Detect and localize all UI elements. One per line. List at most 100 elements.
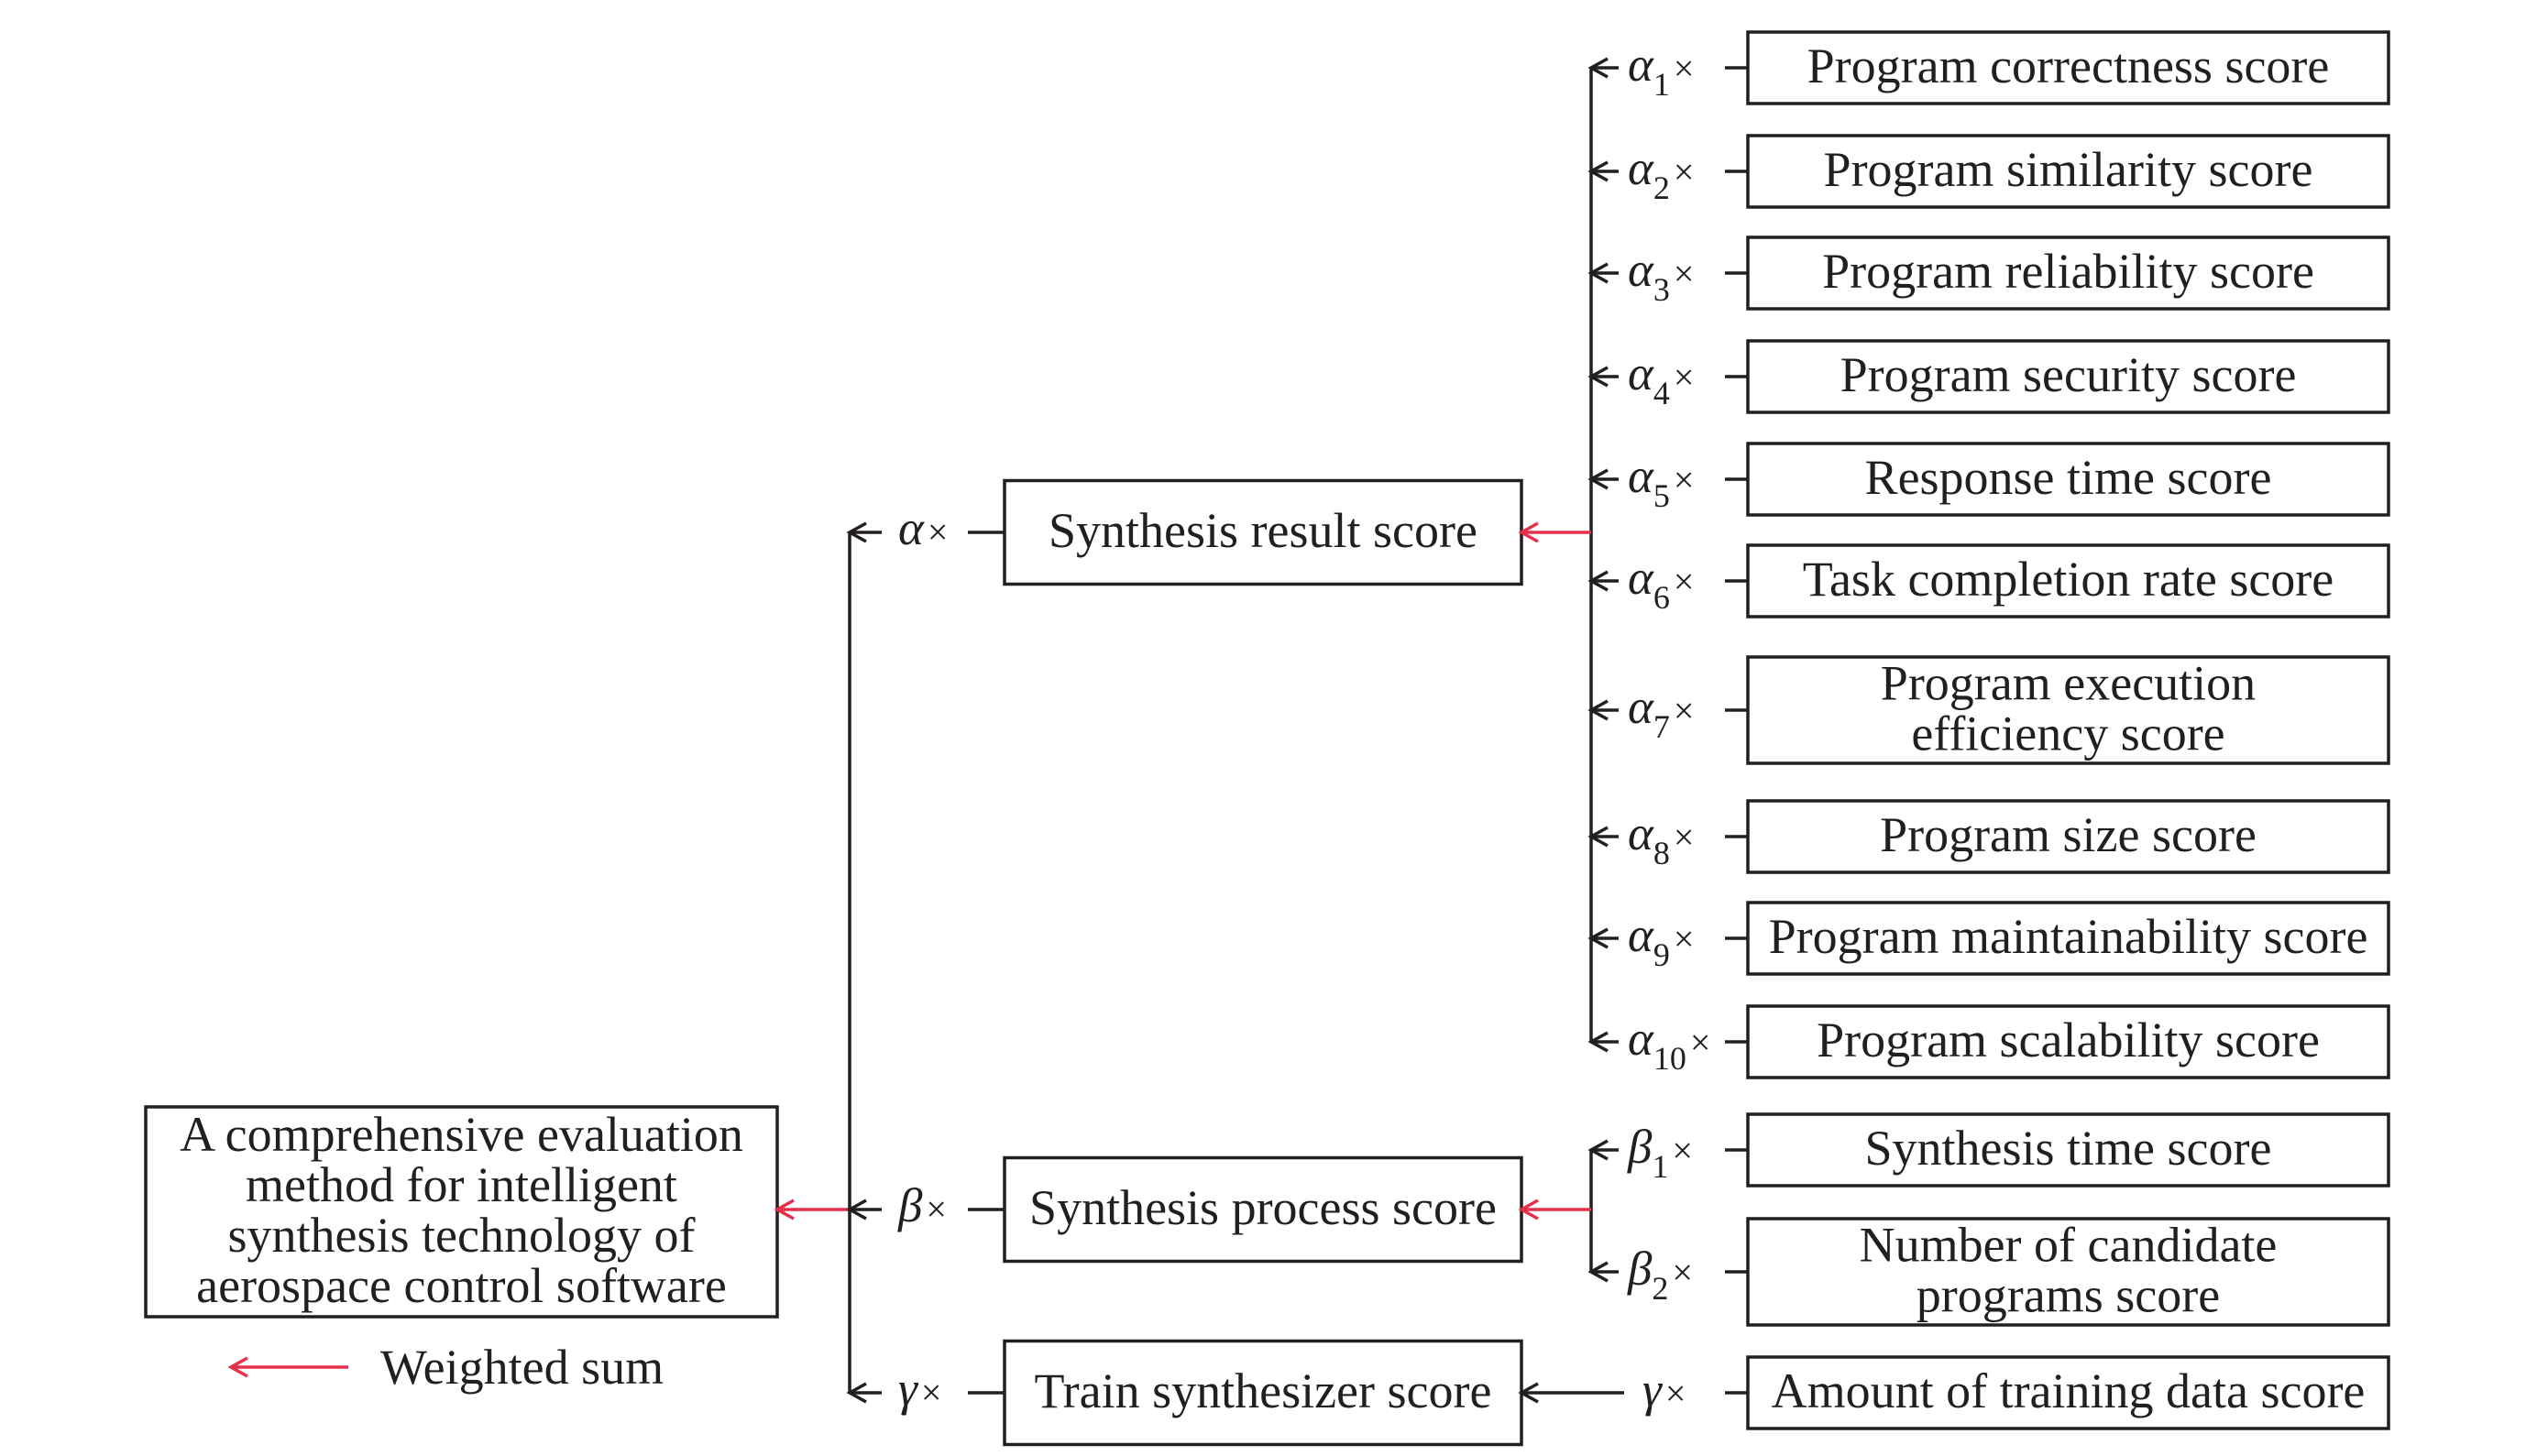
arrowhead [1587,366,1609,388]
synthesis-result-score-weight: α× [898,502,948,555]
weight-symbol: β [1627,1121,1653,1174]
response-time-score-arrow [1587,468,1619,490]
multiply-sign: × [1674,816,1695,858]
response-time-score-label: Response time score [1865,450,2272,505]
weight-index: 1 [1652,1148,1668,1185]
root-method-box [144,1105,779,1319]
program-security-score-box [1746,339,2390,414]
program-similarity-score-branch: α2× Program similarity score [1587,134,2390,209]
weight-symbol: α [1628,38,1654,92]
weight-index: 5 [1653,477,1670,514]
weight-index: 3 [1653,271,1670,308]
program-correctness-score-node: Program correctness score [1746,30,2390,105]
weight-symbol: α [1628,347,1654,400]
task-completion-rate-score-label-line: Task completion rate score [1803,552,2334,607]
multiply-sign: × [928,511,949,553]
weight-symbol: β [1627,1243,1653,1296]
program-reliability-score-weight: α3× [1628,244,1694,308]
program-reliability-score-arrow [1587,262,1619,284]
weight-symbol: α [898,502,925,555]
program-similarity-score-node: Program similarity score [1746,134,2390,209]
program-size-score-arrow [1587,826,1619,848]
program-maintainability-score-weight: α9× [1628,909,1694,973]
program-similarity-score-label-line: Program similarity score [1824,142,2313,197]
program-correctness-score-branch: α1× Program correctness score [1587,30,2390,105]
weight-symbol: γ [898,1363,919,1416]
weight-index: 6 [1653,579,1670,616]
root-method-label-line: A comprehensive evaluation [180,1107,743,1162]
weight-symbol: γ [1642,1363,1664,1417]
arrowhead [1518,1382,1539,1404]
response-time-score-weight: α5× [1628,450,1694,514]
weight-symbol: α [1628,681,1654,734]
program-correctness-score-arrow [1587,57,1619,79]
multiply-sign: × [1672,1252,1693,1293]
program-size-score-label: Program size score [1880,807,2257,862]
arrowhead [846,1199,867,1221]
weight-symbol: α [1628,909,1654,962]
program-similarity-score-label: Program similarity score [1824,142,2313,197]
program-execution-efficiency-score-arrow [1587,699,1619,721]
multiply-sign: × [1672,1130,1693,1171]
train-synthesizer-score-label-line: Train synthesizer score [1035,1363,1492,1418]
program-correctness-score-weight: α1× [1628,38,1694,103]
task-completion-rate-score-box [1746,543,2390,619]
arrowhead [1587,262,1609,284]
amount-of-training-data-score-weight: γ× [1642,1363,1686,1417]
program-reliability-score-node: Program reliability score [1746,235,2390,311]
number-of-candidate-programs-score-box [1746,1217,2390,1327]
weight-symbol: α [1628,450,1654,503]
amount-of-training-data-score-label-line: Amount of training data score [1772,1363,2366,1418]
program-size-score-branch: α8×Program size score [1587,799,2390,874]
task-completion-rate-score-arrow [1587,570,1619,592]
root-method-label-line: aerospace control software [196,1258,727,1313]
root-method-label-line: method for intelligent [246,1157,677,1212]
train-synthesizer-score-node: Train synthesizer score [1003,1339,1523,1447]
synthesis-time-score-box [1746,1112,2390,1188]
multiply-sign: × [1674,690,1695,731]
number-of-candidate-programs-score-label-line: programs score [1916,1268,2220,1323]
weight-index: 4 [1653,375,1670,411]
program-maintainability-score-node: Program maintainability score [1746,901,2390,976]
synthesis-result-score-node: Synthesis result score [1003,478,1523,586]
multiply-sign: × [926,1188,947,1230]
program-security-score-weight: α4× [1628,347,1694,411]
synthesis-result-score-label-line: Synthesis result score [1049,503,1477,558]
arrowhead [774,1199,795,1221]
weight-index: 2 [1652,1270,1668,1307]
program-correctness-score-label-line: Program correctness score [1807,38,2330,93]
synthesis-time-score-weight: β1× [1627,1121,1693,1185]
synthesis-process-score-label: Synthesis process score [1029,1180,1497,1235]
program-similarity-score-weight: α2× [1628,142,1694,206]
legend: Weighted sum [227,1340,664,1395]
weight-symbol: α [1628,142,1654,195]
program-correctness-score-box [1746,30,2390,105]
program-size-score-label-line: Program size score [1880,807,2257,862]
program-scalability-score-label-line: Program scalability score [1817,1013,2320,1067]
program-similarity-score-arrow [1587,160,1619,182]
arrowhead [1587,699,1609,721]
arrowhead [1587,1031,1609,1053]
synthesis-result-score-input-arrow [846,521,882,543]
multiply-sign: × [1674,253,1695,294]
multiply-sign: × [1674,561,1695,602]
program-execution-efficiency-score-weight: α7× [1628,681,1694,745]
task-completion-rate-score-branch: α6× Task completion rate score [1587,543,2390,619]
program-scalability-score-branch: α10×Program scalability score [1587,1004,2390,1079]
task-completion-rate-score-weight: α6× [1628,552,1694,616]
legend-weighted-sum-arrow [227,1356,348,1378]
synthesis-result-score-weighted-sum-arrow [1518,521,1591,543]
arrowhead [1518,1199,1539,1221]
program-execution-efficiency-score-label-line: Program execution [1881,656,2256,711]
program-maintainability-score-branch: α9× Program maintainability score [1587,901,2390,976]
synthesis-process-score-weight: β× [897,1179,947,1232]
program-execution-efficiency-score-label-line: efficiency score [1911,706,2224,761]
number-of-candidate-programs-score-label-line: Number of candidate [1860,1218,2278,1273]
arrowhead [1587,1261,1609,1283]
program-scalability-score-node: Program scalability score [1746,1004,2390,1079]
